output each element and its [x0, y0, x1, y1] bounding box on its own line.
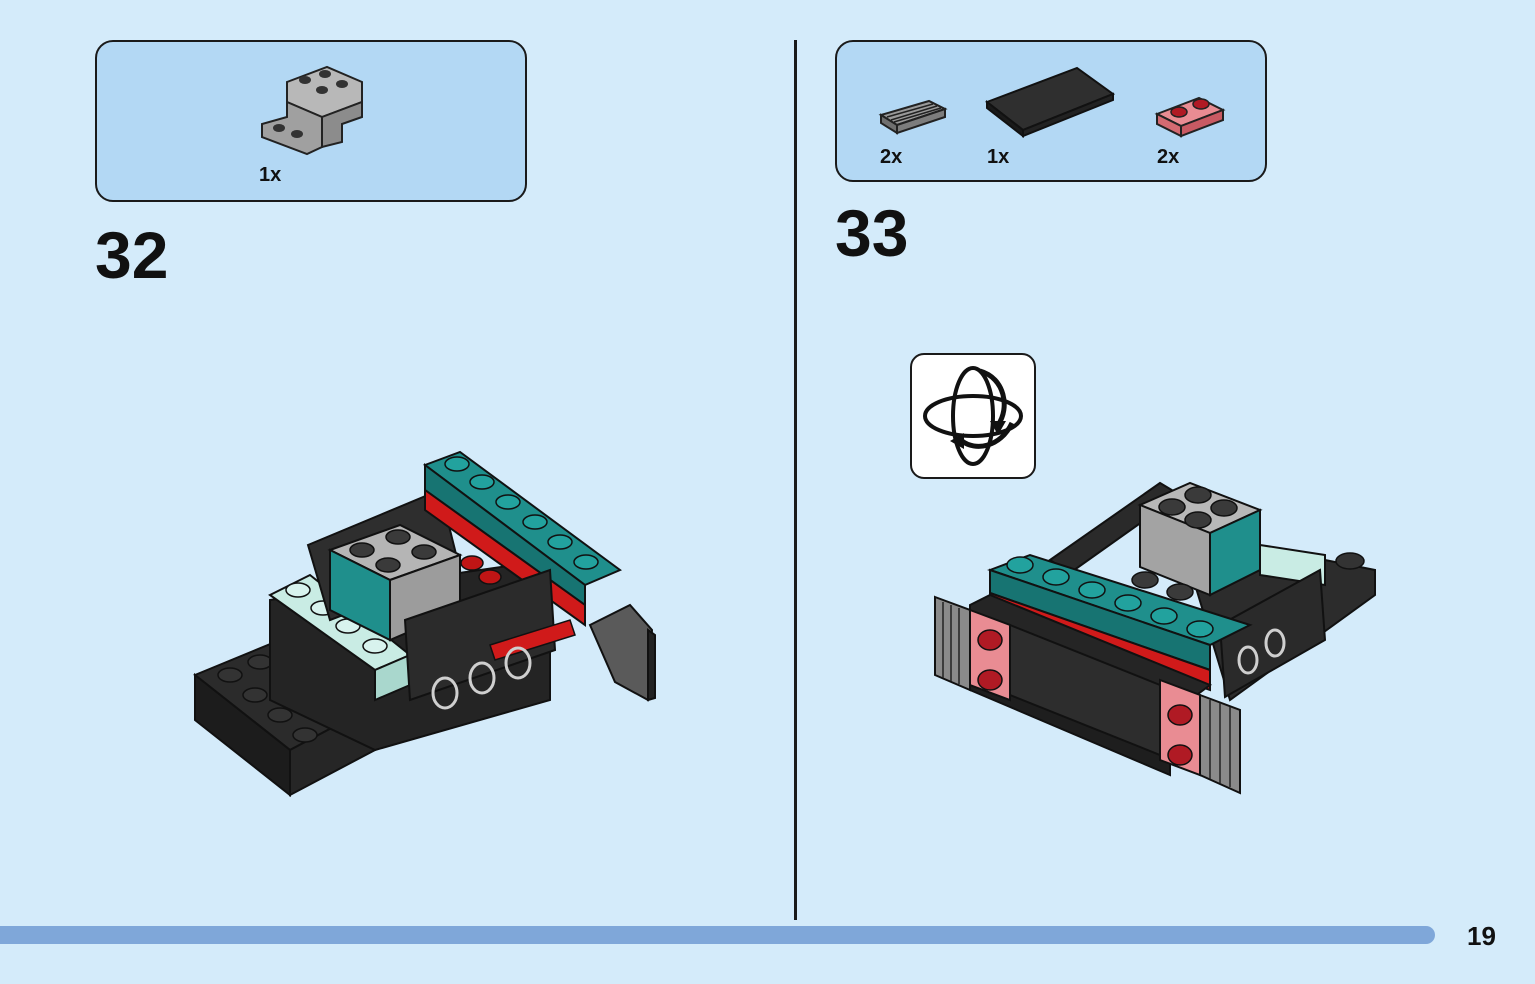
red-transparent-plate-icon — [1154, 96, 1226, 138]
step-number: 33 — [835, 196, 909, 270]
step-number: 32 — [95, 218, 169, 292]
part-quantity: 1x — [259, 164, 282, 186]
model-step-33-illustration — [934, 481, 1376, 795]
rotate-model-icon — [923, 366, 1023, 466]
black-tile-icon — [984, 66, 1116, 139]
part-quantity: 1x — [987, 146, 1010, 168]
gray-grille-tile-icon — [878, 99, 948, 135]
part-quantity: 2x — [1157, 146, 1180, 168]
parts-callout-step-32: 1x — [95, 40, 527, 202]
rotate-model-callout — [910, 353, 1036, 479]
model-step-32-illustration — [193, 450, 656, 798]
part-quantity: 2x — [880, 146, 903, 168]
gray-bracket-icon — [261, 65, 363, 156]
parts-callout-step-33: 2x 1x 2x — [835, 40, 1267, 182]
page-number: 19 — [1467, 921, 1496, 951]
page-progress-bar — [0, 926, 1435, 944]
step-divider — [794, 40, 797, 920]
